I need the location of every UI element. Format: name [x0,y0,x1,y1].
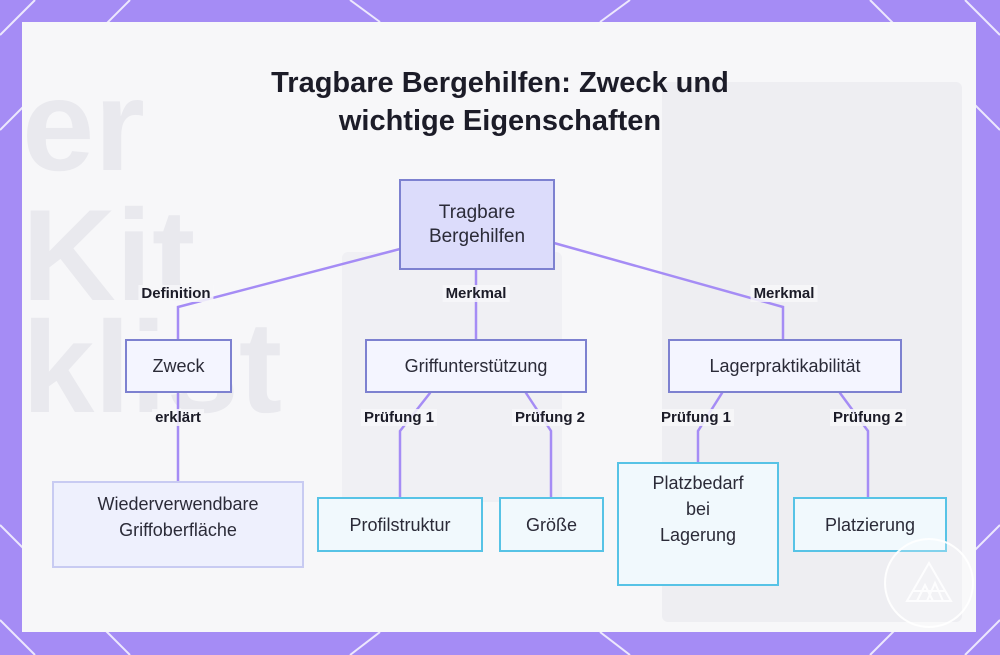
node-label: Lagerpraktikabilität [709,356,861,376]
node-label: Zweck [152,356,205,376]
edge-label-pruefung-2: Prüfung 2 [512,409,588,426]
edge-label-merkmal: Merkmal [442,285,510,302]
title-line-1: Tragbare Bergehilfen: Zweck und [271,67,729,99]
watermark-mountain-icon [905,561,953,602]
edge-griff-groesse [524,391,553,499]
node-profilstruktur[interactable]: Profilstruktur [317,497,483,552]
node-label: Griffunterstützung [404,356,548,376]
edge-griff-profil [398,391,432,499]
node-label-line: bei [685,499,711,519]
node-platzierung[interactable]: Platzierung [793,497,947,552]
node-tragbare-bergehilfen[interactable]: Tragbare Bergehilfen [399,179,555,270]
node-lagerpraktikabilitaet[interactable]: Lagerpraktikabilität [668,339,902,393]
node-griffunterstuetzung[interactable]: Griffunterstützung [365,339,587,393]
edge-lager-platzierung [838,391,870,499]
edge-lager-platzbedarf [696,391,724,464]
title-line-2: wichtige Eigenschaften [338,105,662,137]
edge-label-pruefung-1: Prüfung 1 [658,409,734,426]
node-label-line: Platzbedarf [652,473,744,493]
node-platzbedarf-bei-lagerung[interactable]: Platzbedarf bei Lagerung [617,462,779,586]
node-groesse[interactable]: Größe [499,497,604,552]
node-wiederverwendbare-griffoberflaeche[interactable]: Wiederverwendbare Griffoberfläche [52,481,304,568]
node-label-line: Bergehilfen [428,225,526,247]
node-zweck[interactable]: Zweck [125,339,232,393]
edge-label-pruefung-2: Prüfung 2 [830,409,906,426]
node-label-line: Lagerung [659,525,737,545]
node-label-line: Wiederverwendbare [97,494,259,514]
edge-label-pruefung-1: Prüfung 1 [361,409,437,426]
node-label-line: Tragbare [438,201,516,223]
node-label: Profilstruktur [349,514,451,535]
background-ghost-text: er [22,52,145,198]
edge-root-zweck [176,247,402,341]
diagram-title: Tragbare Bergehilfen: Zweck und wichtige… [0,64,1000,140]
node-label: Platzierung [824,514,916,535]
node-label-line: Griffoberfläche [119,520,237,540]
node-label: Größe [525,514,577,535]
edge-label-erklaert: erklärt [152,409,204,426]
edge-label-definition: Definition [138,285,214,302]
edge-root-lager [552,241,785,341]
watermark-logo-icon [884,538,974,628]
edge-label-merkmal: Merkmal [750,285,818,302]
